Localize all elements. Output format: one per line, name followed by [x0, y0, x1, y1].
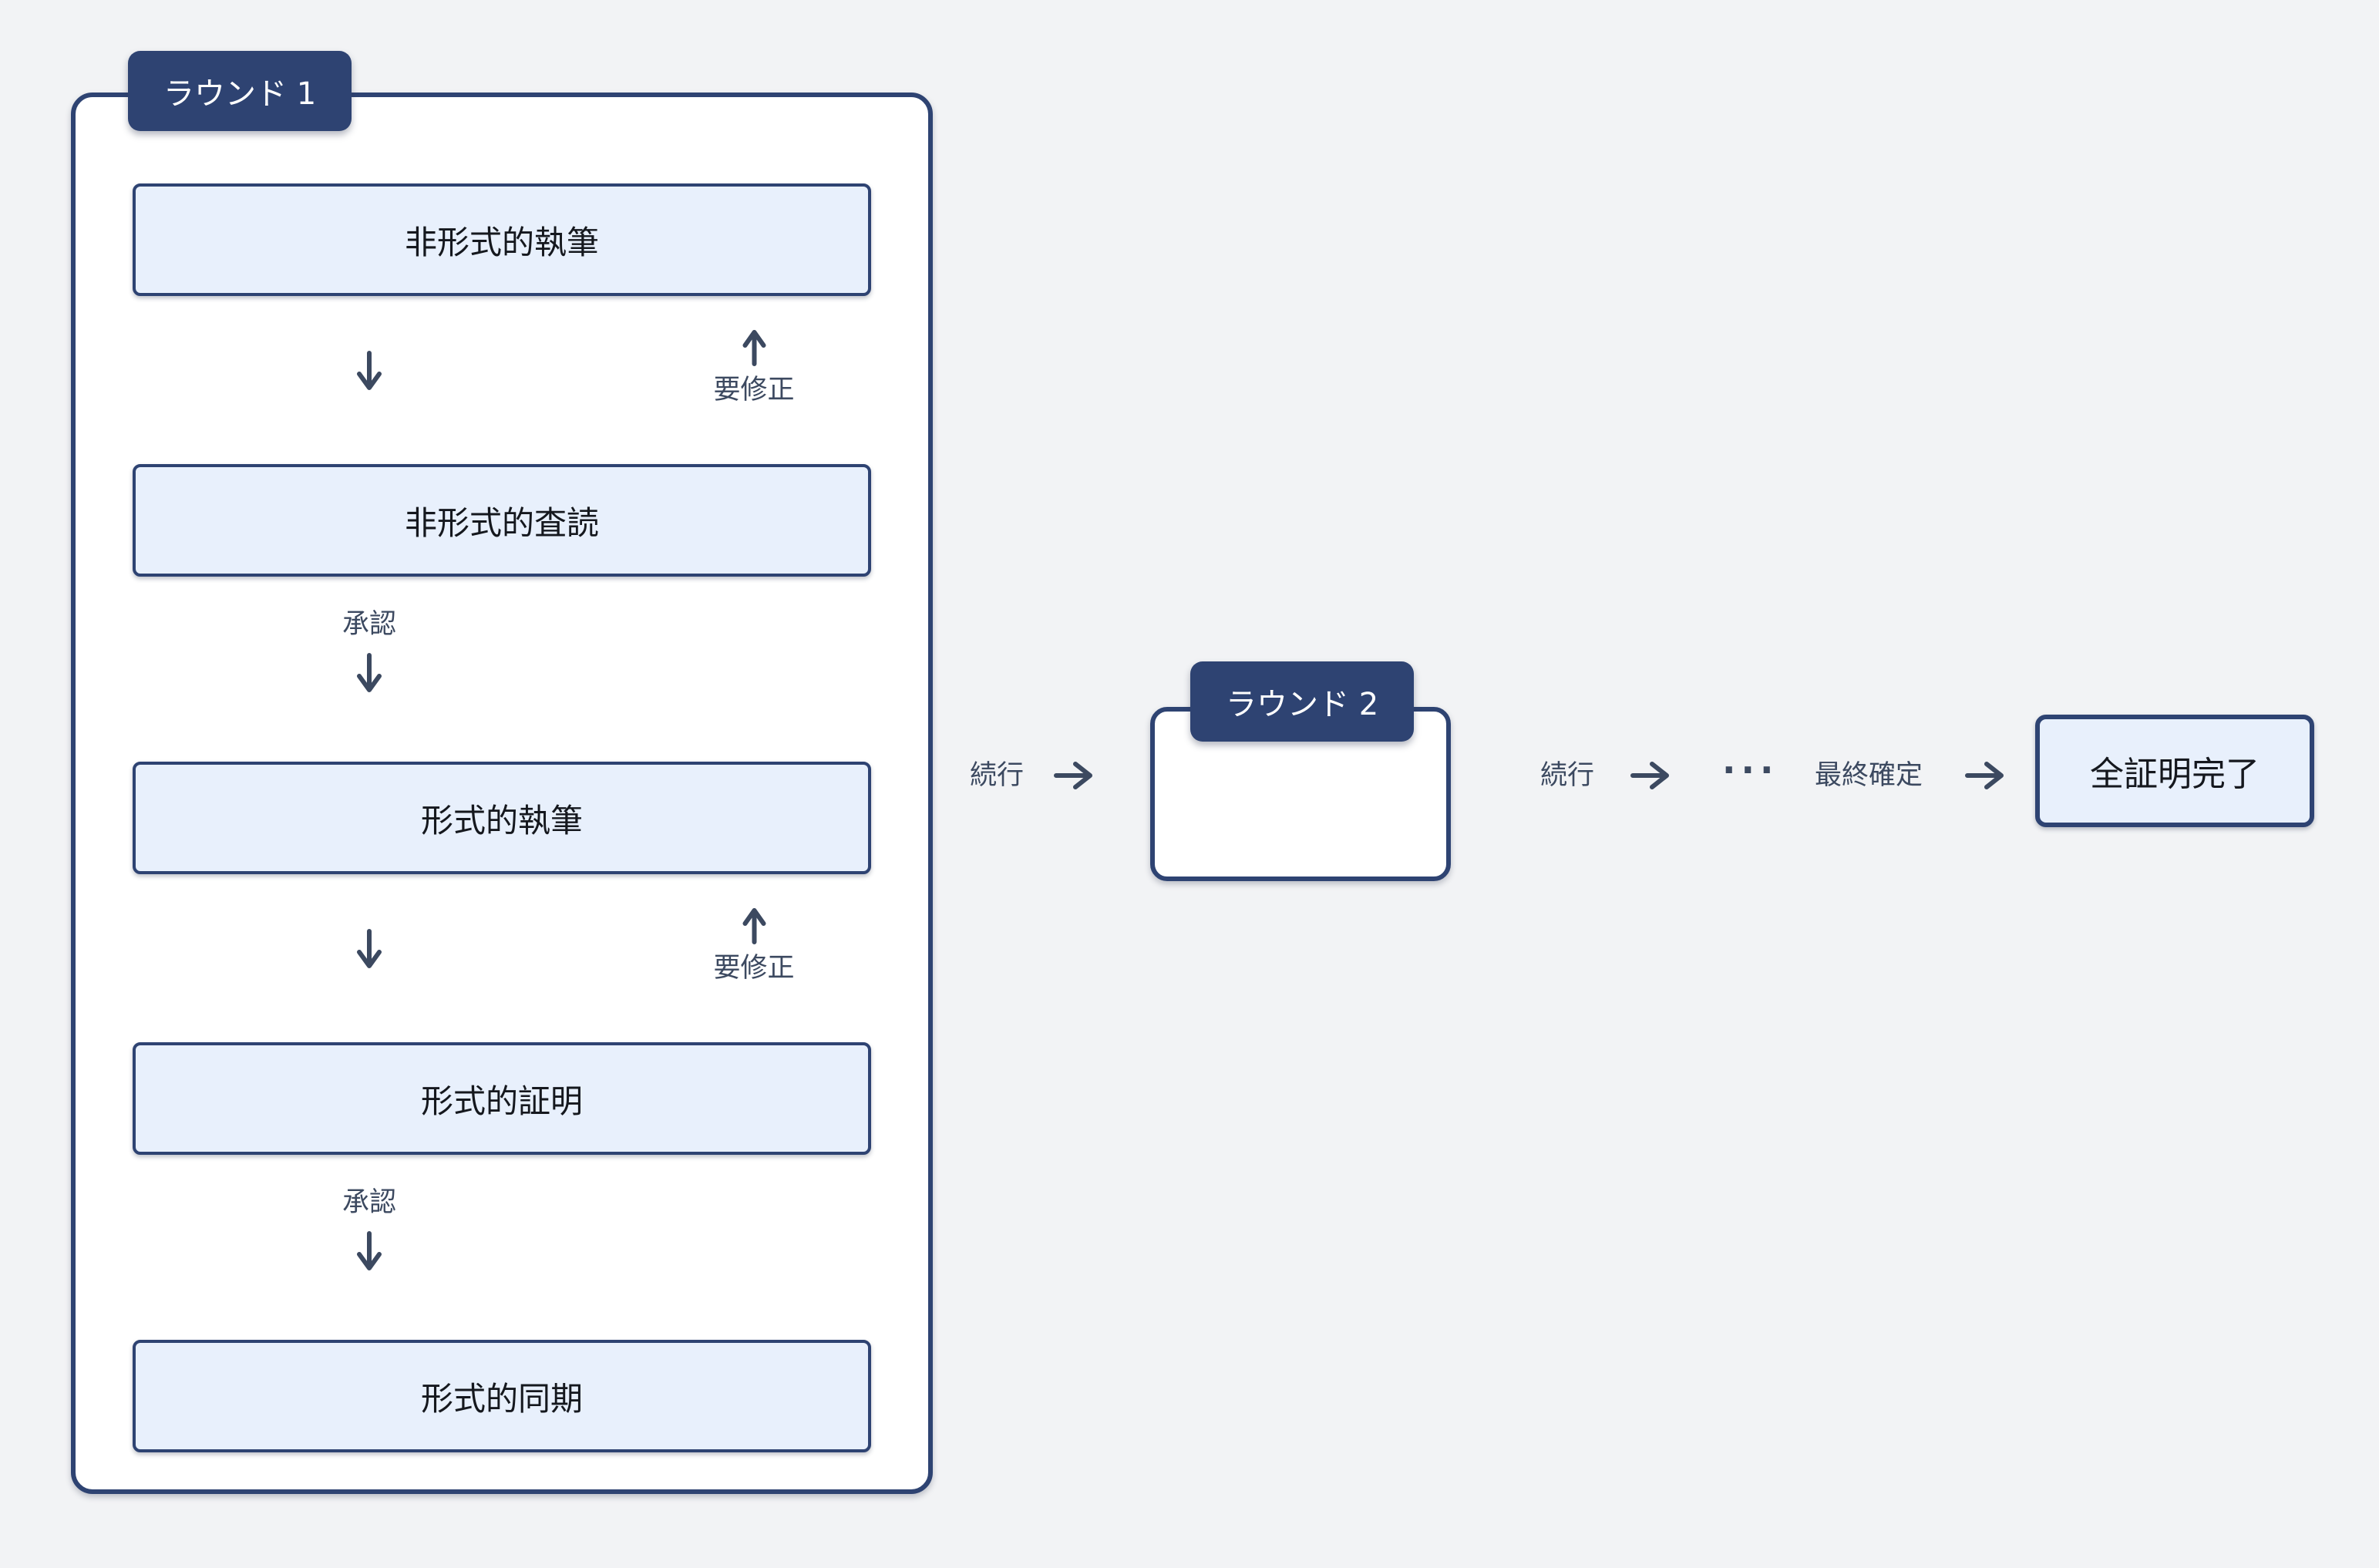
- step-box-informal-review: 非形式的査読: [133, 464, 871, 577]
- approve-group: 承認: [342, 609, 396, 695]
- final-box: 全証明完了: [2035, 715, 2314, 827]
- connector-writing-review-1: 要修正: [133, 296, 871, 464]
- revise-label: 要修正: [713, 375, 795, 405]
- arrow-up-icon: [742, 330, 766, 366]
- arrow-down-icon: [356, 350, 382, 396]
- revise-loop: 要修正: [713, 907, 795, 984]
- ellipsis: ...: [1722, 740, 1779, 782]
- revise-loop: 要修正: [713, 328, 795, 405]
- finalize-label: 最終確定: [1815, 760, 1923, 791]
- arrow-up-icon: [742, 908, 766, 944]
- arrow-right-icon: [1630, 760, 1671, 794]
- continue-label: 続行: [970, 760, 1025, 791]
- arrow-down-icon: [356, 1231, 382, 1270]
- revise-label: 要修正: [713, 953, 795, 984]
- round1-badge: ラウンド 1: [128, 51, 352, 131]
- arrow-right-icon: [1964, 760, 2006, 794]
- approve-group: 承認: [342, 1187, 396, 1274]
- step-box-formal-sync: 形式的同期: [133, 1340, 871, 1452]
- connector-approve-2: 承認: [133, 1155, 871, 1340]
- continue-label: 続行: [1540, 760, 1595, 791]
- step-box-formal-proof: 形式的証明: [133, 1042, 871, 1155]
- round1-container: 非形式的執筆 要修正 非形式的査読 承認 形式的執筆: [71, 93, 933, 1494]
- arrow-down-icon: [356, 928, 382, 974]
- arrow-right-icon: [1053, 760, 1095, 794]
- step-box-formal-writing: 形式的執筆: [133, 762, 871, 874]
- approve-label: 承認: [342, 609, 397, 640]
- arrow-down-icon: [356, 653, 382, 692]
- connector-approve-1: 承認: [133, 577, 871, 762]
- round2-badge: ラウンド 2: [1190, 661, 1415, 742]
- approve-label: 承認: [342, 1187, 397, 1218]
- connector-writing-review-2: 要修正: [133, 874, 871, 1042]
- step-box-informal-writing: 非形式的執筆: [133, 183, 871, 296]
